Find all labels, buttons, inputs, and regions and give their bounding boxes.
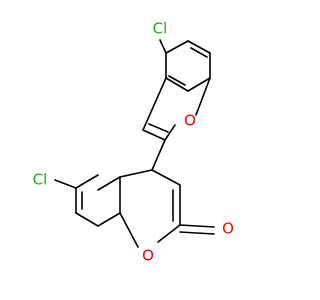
chlorine-top-label: Cl bbox=[153, 20, 168, 38]
bond bbox=[151, 139, 166, 171]
bond bbox=[142, 129, 166, 141]
bond bbox=[165, 40, 189, 54]
bond bbox=[187, 40, 211, 54]
bonds bbox=[54, 39, 215, 248]
bond bbox=[148, 123, 169, 133]
bond bbox=[187, 77, 211, 92]
bond bbox=[179, 224, 215, 228]
bond bbox=[119, 169, 153, 178]
bond bbox=[97, 212, 121, 227]
bond bbox=[75, 212, 99, 227]
ring-oxygen-label: O bbox=[142, 247, 154, 265]
bond bbox=[168, 75, 186, 86]
bond bbox=[54, 179, 77, 189]
molecule-diagram: Cl O Cl O O bbox=[33, 20, 234, 265]
furan-oxygen-label: O bbox=[184, 112, 196, 130]
bond bbox=[164, 124, 176, 141]
bond bbox=[119, 212, 139, 248]
bond bbox=[165, 77, 189, 92]
bond bbox=[159, 39, 167, 54]
bond bbox=[142, 77, 167, 131]
bond bbox=[157, 224, 181, 243]
chlorine-left-label: Cl bbox=[33, 171, 48, 189]
bond bbox=[179, 231, 215, 235]
bond bbox=[97, 176, 121, 191]
atom-labels: Cl O Cl O O bbox=[33, 20, 234, 265]
bond bbox=[190, 47, 208, 58]
carbonyl-oxygen-label: O bbox=[222, 220, 234, 238]
bond bbox=[151, 169, 181, 186]
bond bbox=[75, 174, 99, 189]
bond bbox=[195, 77, 211, 116]
